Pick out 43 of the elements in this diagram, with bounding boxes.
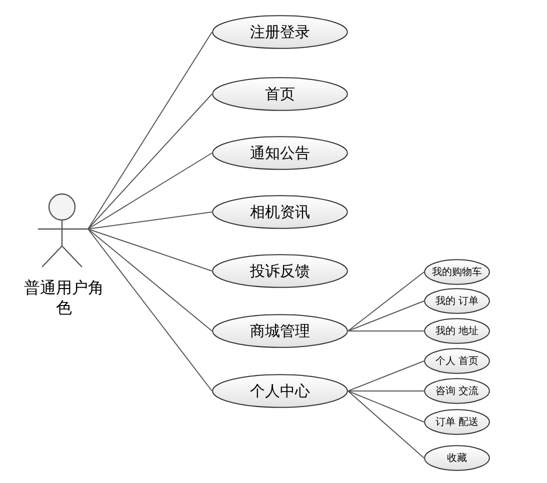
association-line [348,390,424,458]
use-case-label: 商城管理 [250,322,310,340]
use-case-ellipse [424,348,490,374]
use-case-label: 投诉反馈 [250,262,310,280]
use-case-label: 订单 配送 [435,416,479,429]
use-case-ellipse [424,288,490,314]
association-line [88,228,212,272]
use-case-ellipse [212,374,348,408]
association-line [348,390,424,422]
association-line [348,330,424,332]
association-line [348,390,424,392]
use-case-ellipse [212,195,348,229]
use-case-ellipse [424,445,490,471]
association-line [348,360,424,392]
use-case-label: 我的购物车 [432,266,482,279]
use-case-ellipse [424,259,490,285]
actor-label: 普通用户角色 [23,278,105,318]
association-line [88,32,212,230]
use-case-ellipse [212,77,348,111]
association-line [88,228,212,392]
use-case-ellipse [212,136,348,170]
use-case-label: 注册登录 [250,22,310,42]
use-case-label: 我的 订单 [435,294,479,308]
use-case-label: 个人 首页 [435,355,479,368]
association-line [88,94,212,230]
use-case-ellipse [424,318,490,344]
use-case-label: 我的 地址 [435,324,479,338]
use-case-ellipse [424,409,490,435]
association-line [88,212,212,230]
association-line [348,300,424,332]
use-case-label: 咨询 交流 [435,384,479,398]
use-case-label: 首页 [265,84,295,104]
use-case-ellipse [212,15,348,49]
use-case-ellipse [212,314,348,348]
use-case-label: 相机资讯 [250,202,310,222]
association-line [88,228,212,332]
use-case-ellipse [424,378,490,404]
association-line [88,152,212,230]
use-case-label: 个人中心 [250,382,310,400]
use-case-label: 通知公告 [250,144,310,162]
use-case-label: 收藏 [447,452,467,465]
use-case-ellipse [212,254,348,288]
association-line [348,272,424,332]
